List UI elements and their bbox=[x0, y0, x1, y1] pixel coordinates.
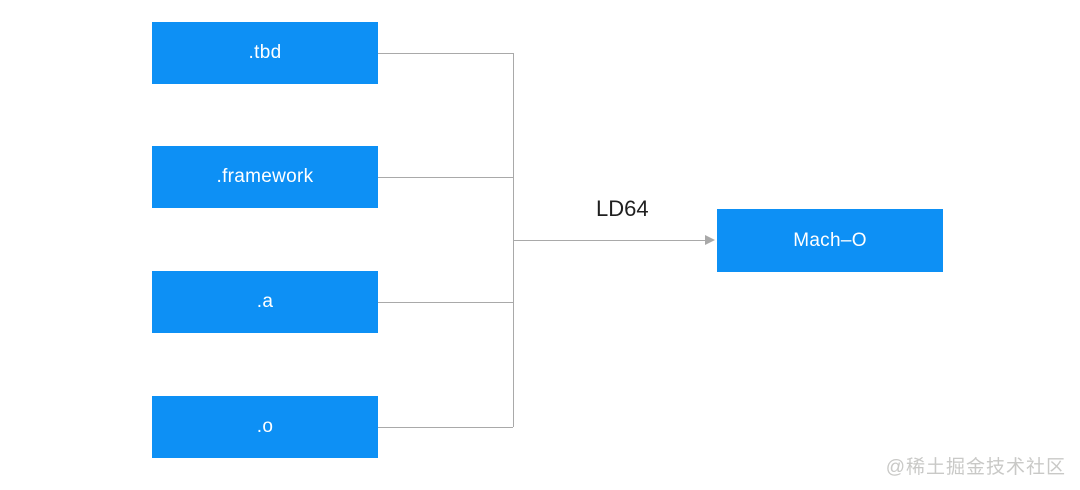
node-framework: .framework bbox=[152, 146, 378, 208]
arrow-shaft-line bbox=[513, 240, 705, 241]
arrow-label: LD64 bbox=[596, 196, 649, 221]
node-mach-o: Mach–O bbox=[717, 209, 943, 272]
node-framework-label: .framework bbox=[216, 166, 314, 187]
node-a: .a bbox=[152, 271, 378, 333]
node-o: .o bbox=[152, 396, 378, 458]
node-a-label: .a bbox=[256, 291, 274, 312]
connector-framework-line bbox=[378, 177, 513, 178]
watermark-text: @稀土掘金技术社区 bbox=[885, 457, 1066, 478]
connector-a-line bbox=[378, 302, 513, 303]
connector-tbd-line bbox=[378, 53, 513, 54]
node-tbd-label: .tbd bbox=[248, 42, 282, 63]
node-tbd: .tbd bbox=[152, 22, 378, 84]
connector-o-line bbox=[378, 427, 513, 428]
node-mach-o-label: Mach–O bbox=[793, 229, 867, 251]
arrow-head-icon bbox=[705, 235, 715, 245]
node-o-label: .o bbox=[256, 416, 274, 437]
